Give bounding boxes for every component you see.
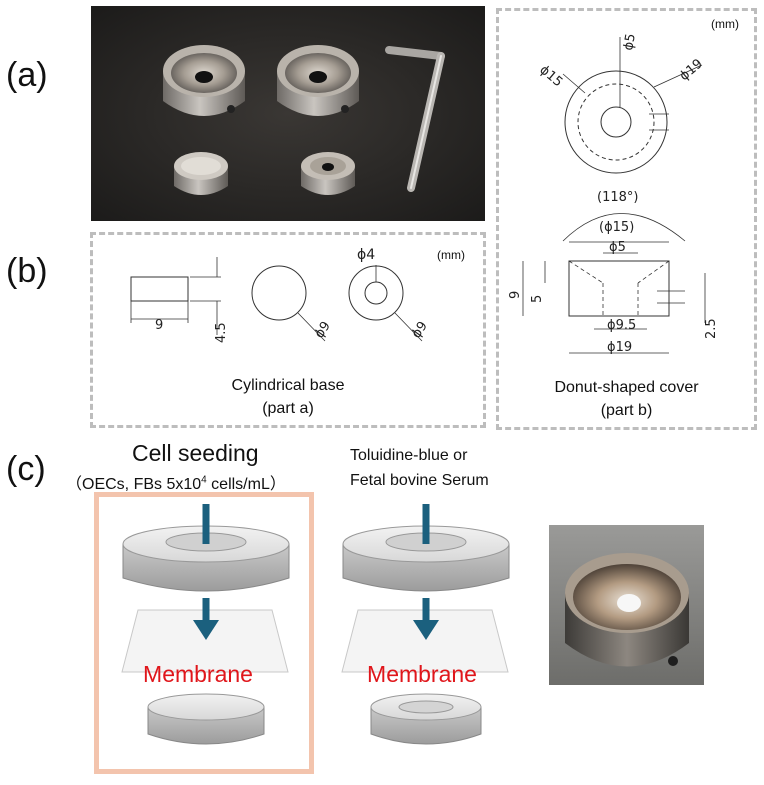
seeding-membrane-shape [121,609,289,673]
staining-membrane-shape [341,609,509,673]
dim-height: 4.5 [214,322,229,343]
parts-photo-art [91,6,485,221]
side-dim-hole: ϕ5 [609,240,626,255]
donut-cover-drawing: ϕ15 ϕ5 ϕ19 (118°) (ϕ15) ϕ5 9 5 ϕ9.5 [508,32,719,355]
assembled-device-art [549,525,704,685]
panel-label-b: (b) [6,252,48,290]
donut-cover-drawing-box: (mm) ϕ15 ϕ5 ϕ19 (118°) (ϕ15) ϕ5 [496,8,757,430]
base-photo-2 [301,152,355,195]
caption-cylindrical-base-2: (part a) [262,400,314,417]
side-dim-angle: (118°) [597,190,638,205]
unit-label-cover: (mm) [711,17,739,31]
assembly-diagram: Membrane Membrane [121,504,510,745]
staining-arrow-2-head [413,620,439,640]
side-dim-step: 2.5 [704,318,719,339]
side-dim-inner: ϕ9.5 [607,318,636,333]
side-dim-cone: (ϕ15) [599,220,634,235]
side-dim-depth: 5 [530,295,545,303]
unit-label-b: (mm) [437,248,465,262]
side-dim-height: 9 [508,291,523,299]
dim-diameter-1: ϕ9 [312,319,334,341]
dim-width: 9 [155,318,163,333]
seeding-frame [94,492,314,774]
panel-label-c: (c) [6,450,46,488]
top-dim-mid: ϕ15 [536,63,565,91]
staining-line-1: Toluidine-blue or [350,447,468,464]
cylindrical-base-drawing: 9 4.5 ϕ9 ϕ4 ϕ9 [130,247,431,343]
staining-base [370,693,482,745]
top-dim-hole: ϕ5 [621,32,639,51]
side-dim-outer: ϕ19 [607,340,632,355]
staining-membrane-label: Membrane [367,661,477,687]
top-dim-outer: ϕ19 [677,56,706,84]
seeding-subtitle-suffix: cells/mL） [206,476,286,493]
dim-diameter-2: ϕ9 [409,319,431,341]
seeding-subtitle: （OECs, FBs 5x104 cells/mL） [66,470,286,494]
dim-hole: ϕ4 [357,247,375,263]
seeding-title: Cell seeding [132,440,259,466]
cylindrical-base-drawing-box: (mm) 9 4.5 ϕ9 ϕ4 ϕ9 Cylindrical base [90,232,486,428]
staining-line-2: Fetal bovine Serum [350,472,489,489]
seeding-subtitle-prefix: （OECs, FBs 5x10 [66,476,202,493]
caption-cylindrical-base-1: Cylindrical base [231,377,345,394]
seeding-base [147,693,265,745]
caption-donut-cover-2: (part b) [600,402,653,419]
cover-photo-2 [277,45,359,116]
caption-donut-cover-1: Donut-shaped cover [554,379,699,396]
hex-key-photo [385,46,445,192]
assembled-device-photo [549,525,704,685]
parts-photo [91,6,485,221]
seeding-arrow-2-head [193,620,219,640]
seeding-membrane-label: Membrane [143,661,253,687]
cover-photo-1 [163,45,245,116]
panel-label-a: (a) [6,56,48,94]
seeding-subtitle-exponent: 4 [201,474,207,486]
base-photo-1 [174,152,228,195]
